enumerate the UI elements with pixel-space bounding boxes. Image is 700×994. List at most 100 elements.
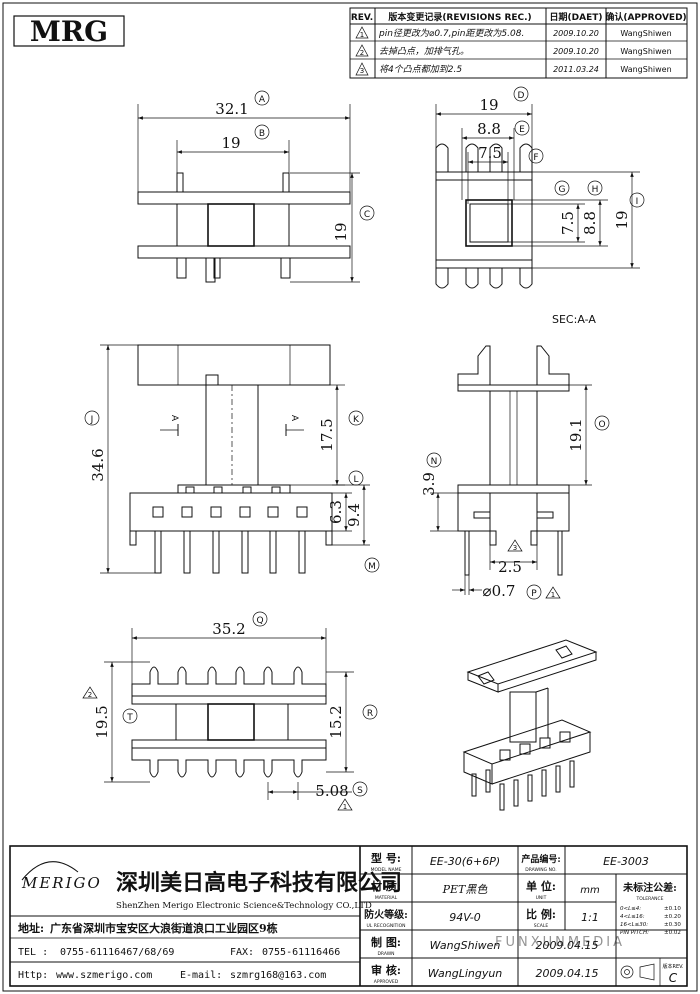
svg-text:Q: Q <box>256 616 263 626</box>
tolerance-value-1: ±0.10 <box>664 906 681 912</box>
svg-text:N: N <box>431 457 438 467</box>
svg-text:F: F <box>533 153 538 163</box>
dim-p-revision: 1 <box>551 591 555 599</box>
unit-label: 单 位: <box>526 879 556 893</box>
ul-label: 防火等级: <box>364 908 408 921</box>
section-mark-right: A <box>289 415 299 422</box>
section-view-dimensions: 19.1 O 3.9 N 2.5 3 ⌀0.7 P 1 <box>420 384 610 600</box>
unit-value: mm <box>580 885 600 896</box>
rev-row-3-id: 3 <box>360 67 364 75</box>
material-label: 材 质: <box>371 879 401 893</box>
rev-row-1-date: 2009.10.20 <box>553 29 599 38</box>
tolerance-value-4: ±0.02 <box>664 930 681 936</box>
address-value: 广东省深圳市宝安区大浪街道浪口工业园区9栋 <box>50 921 278 935</box>
rev-row-2-id: 2 <box>360 49 364 57</box>
fax-value: 0755-61116466 <box>262 947 340 958</box>
rev-row-1-id: 1 <box>360 31 364 39</box>
dim-m-value: 9.4 <box>345 503 363 527</box>
revision-table: REV. 版本变更记录(REVISIONS REC.) 日期(DAET) 确认(… <box>349 7 688 79</box>
drawn-date: 2009.04.15 <box>536 939 599 952</box>
svg-text:A: A <box>259 95 266 105</box>
dim-w-revision: 3 <box>513 544 517 552</box>
bottom-view <box>131 666 327 778</box>
tolerance-range-1: 0<L≤4: <box>620 906 641 912</box>
website-value: www.szmerigo.com <box>56 970 152 981</box>
email-label: E-mail: <box>180 970 222 981</box>
drawn-label: 制 图: <box>371 935 401 949</box>
scale-value: 1:1 <box>581 911 599 924</box>
approved-label: 审 核: <box>371 963 401 977</box>
tolerance-range-2: 4<L≤16: <box>620 914 645 920</box>
drawing-no-value: EE-3003 <box>603 855 649 868</box>
tel-value: 0755-61116467/68/69 <box>60 947 174 958</box>
title-block: MERIGO 深圳美日高电子科技有限公司 ShenZhen Merigo Ele… <box>9 845 688 987</box>
dim-q-value: 35.2 <box>212 620 245 638</box>
svg-text:K: K <box>353 415 360 425</box>
drawing-no-sublabel: DRAWING NO. <box>525 867 556 873</box>
scale-sublabel: SCALE <box>534 923 549 929</box>
dim-k-value: 17.5 <box>318 418 336 451</box>
rev-row-2-desc: 去掉凸点，加排气孔。 <box>379 46 469 57</box>
drawing-no-label: 产品编号: <box>521 853 560 865</box>
svg-text:J: J <box>90 415 94 425</box>
rev-row-1-approver: WangShiwen <box>620 29 671 38</box>
dim-t-revision: 2 <box>88 691 92 699</box>
tolerance-value-2: ±0.20 <box>664 914 681 920</box>
website-label: Http: <box>18 970 48 981</box>
svg-text:I: I <box>636 197 639 207</box>
dim-o-value: 19.1 <box>567 418 585 451</box>
svg-text:M: M <box>368 562 376 572</box>
dim-g-value: 7.5 <box>559 211 577 235</box>
svg-text:C: C <box>364 210 370 220</box>
unit-sublabel: UNIT <box>536 895 547 901</box>
watermark: FUNXUNMEDIA <box>495 935 625 950</box>
dim-b-value: 19 <box>221 134 240 152</box>
brand-swoosh <box>21 861 79 881</box>
bottom-view-dimensions: 35.2 Q 19.5 T 2 15.2 R 5.08 S 1 <box>82 611 378 811</box>
svg-text:G: G <box>559 185 566 195</box>
dim-l-value: 6.3 <box>327 500 345 524</box>
dim-a-value: 32.1 <box>215 100 248 118</box>
dim-h-value: 8.8 <box>581 211 599 235</box>
company-name-cn: 深圳美日高电子科技有限公司 <box>116 870 402 896</box>
rev-header: REV. <box>351 13 373 23</box>
dim-r-value: 15.2 <box>327 705 345 738</box>
address-label: 地址: <box>18 921 44 935</box>
approved-date: 2009.04.15 <box>536 967 599 980</box>
date-header: 日期(DAET) <box>550 11 603 23</box>
dim-i-value: 19 <box>613 210 631 229</box>
svg-text:O: O <box>598 420 605 430</box>
brand-name: MERIGO <box>21 874 102 892</box>
front-view-dimensions: 32.1 A 19 B 19 C <box>137 90 375 283</box>
section-label: SEC:A-A <box>552 313 596 326</box>
revision-value: C <box>669 971 678 985</box>
side-view-dimensions: 34.6 J 17.5 K 6.3 L 9.4 M <box>84 344 380 574</box>
svg-text:D: D <box>518 91 525 101</box>
tolerance-sublabel: TOLERANCE <box>635 896 663 902</box>
rev-row-2-date: 2009.10.20 <box>553 47 599 56</box>
tolerance-label: 未标注公差: <box>622 881 677 894</box>
rev-row-1-desc: pin径更改为⌀0.7,pin距更改为5.08. <box>378 28 524 39</box>
section-view <box>457 345 570 576</box>
drawn-sublabel: DRAWN <box>377 951 394 957</box>
rev-row-2-approver: WangShiwen <box>620 47 671 56</box>
company-name-en: ShenZhen Merigo Electronic Science&Techn… <box>116 901 372 911</box>
model-label: 型 号: <box>371 851 401 865</box>
dim-p-value: ⌀0.7 <box>483 582 516 600</box>
approved-by: WangLingyun <box>428 967 503 980</box>
fax-label: FAX: <box>230 947 254 958</box>
top-view <box>435 143 533 289</box>
svg-text:P: P <box>531 589 537 599</box>
front-view <box>137 172 351 283</box>
logo-text: MRG <box>30 15 108 48</box>
revision-label: 版本REV. <box>663 963 684 970</box>
ul-value: 94V-0 <box>449 911 481 924</box>
email-value: szmrg168@163.com <box>230 970 326 981</box>
svg-text:T: T <box>126 713 133 723</box>
tolerance-value-3: ±0.30 <box>664 922 681 928</box>
tolerance-range-4: PIN PITCH: <box>620 930 649 936</box>
ul-sublabel: UL RECOGNITION <box>366 923 405 929</box>
rev-row-3-desc: 将4个凸点都加到2.5 <box>379 64 462 75</box>
top-view-dimensions: 19 D 8.8 E 7.5 F 7.5 G 8.8 H 19 I <box>435 86 645 269</box>
